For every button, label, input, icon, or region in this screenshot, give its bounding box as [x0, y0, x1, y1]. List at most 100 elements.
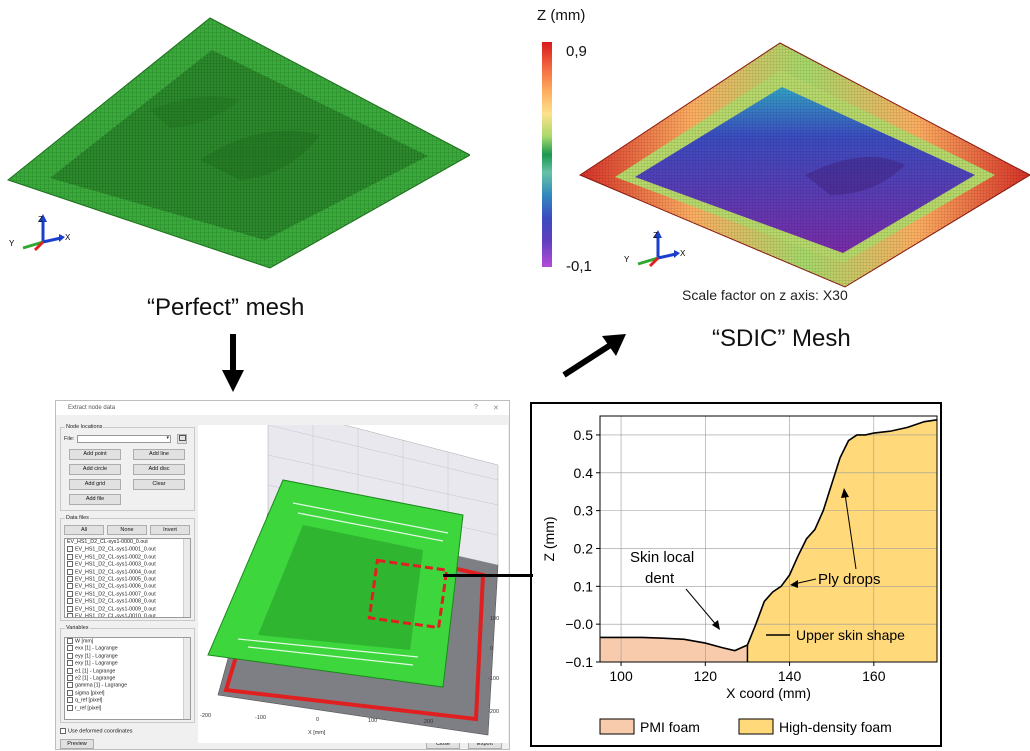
variable-item[interactable]: e1 [1] - Lagrange: [65, 667, 190, 675]
select-none-button[interactable]: None: [107, 525, 147, 535]
invert-selection-button[interactable]: Invert: [150, 525, 190, 535]
legend-pmi-swatch: [599, 718, 635, 735]
add-line-button[interactable]: Add line: [133, 449, 185, 460]
variable-item[interactable]: exy [1] - Lagrange: [65, 660, 190, 667]
dent-arrowhead: [712, 620, 720, 630]
data-file-checkbox[interactable]: [67, 561, 73, 568]
file-label: File:: [64, 436, 75, 442]
variable-checkbox[interactable]: [67, 674, 73, 681]
x-tick-label: 100: [609, 668, 633, 684]
data-file-checkbox[interactable]: [67, 612, 73, 617]
x-tick-4: 200: [424, 719, 433, 725]
variable-checkbox[interactable]: [67, 667, 73, 674]
variable-checkbox[interactable]: [67, 638, 73, 644]
colorbar-title: Z (mm): [537, 7, 586, 24]
data-file-item[interactable]: EV_HS1_D2_CL-sys1-0009_0.out: [65, 605, 190, 613]
variable-item[interactable]: q_ref [pixel]: [65, 697, 190, 704]
variable-label: gamma [1] - Lagrange: [75, 682, 128, 689]
data-files-scrollbar[interactable]: [183, 539, 190, 617]
variable-item[interactable]: W [mm]: [65, 638, 190, 645]
3d-plot: -200 -100 0 100 200 X [mm] 100 0 -100 -2…: [200, 404, 499, 736]
variable-item[interactable]: r_ref [pixel]: [65, 704, 190, 712]
folder-icon: [178, 435, 186, 441]
3d-viewport[interactable]: -200 -100 0 100 200 X [mm] 100 0 -100 -2…: [198, 404, 508, 743]
data-file-item[interactable]: EV_HS1_D2_CL-sys1-0002_0.out: [65, 553, 190, 561]
variable-item[interactable]: eyy [1] - Lagrange: [65, 652, 190, 660]
data-file-item[interactable]: EV_HS1_D2_CL-sys1-0010_0.out: [65, 612, 190, 618]
variable-item[interactable]: sigma [pixel]: [65, 689, 190, 697]
data-file-checkbox[interactable]: [67, 568, 73, 575]
data-file-item[interactable]: EV_HS1_D2_CL-sys1-0001_0.out: [65, 546, 190, 553]
add-disc-button[interactable]: Add disc: [133, 464, 185, 475]
add-point-button[interactable]: Add point: [69, 449, 121, 460]
x-axis-label: X [mm]: [308, 730, 326, 736]
legend-pmi-label: PMI foam: [640, 719, 700, 735]
y-tick-label: −0.0: [565, 616, 593, 632]
data-file-label: EV_HS1_D2_CL-sys1-0000_0.out: [67, 539, 148, 545]
variable-label: r_ref [pixel]: [75, 704, 102, 711]
add-file-button[interactable]: Add file: [69, 494, 121, 505]
variable-checkbox[interactable]: [67, 660, 73, 667]
variable-checkbox[interactable]: [67, 689, 73, 696]
colorbar-max-label: 0,9: [566, 43, 587, 60]
data-file-item[interactable]: EV_HS1_D2_CL-sys1-0008_0.out: [65, 598, 190, 605]
variable-label: e1 [1] - Lagrange: [75, 667, 116, 674]
variable-checkbox[interactable]: [67, 645, 73, 652]
data-file-checkbox[interactable]: [67, 590, 73, 597]
variable-checkbox[interactable]: [67, 704, 73, 711]
variable-checkbox[interactable]: [67, 682, 73, 689]
variable-item[interactable]: gamma [1] - Lagrange: [65, 682, 190, 689]
use-deformed-label: Use deformed coordinates: [68, 728, 133, 735]
preview-button[interactable]: Preview: [60, 739, 94, 749]
use-deformed-checkbox[interactable]: Use deformed coordinates: [60, 728, 133, 734]
variable-label: e2 [1] - Lagrange: [75, 675, 116, 682]
data-file-item[interactable]: EV_HS1_D2_CL-sys1-0003_0.out: [65, 561, 190, 568]
data-file-checkbox[interactable]: [67, 553, 73, 560]
variable-checkbox[interactable]: [67, 652, 73, 659]
add-circle-button[interactable]: Add circle: [69, 464, 121, 475]
data-file-checkbox[interactable]: [67, 598, 73, 605]
help-button[interactable]: ?: [474, 404, 478, 411]
y-tick-label: 0.1: [574, 578, 594, 594]
annotation-upper-skin: Upper skin shape: [796, 627, 905, 643]
data-file-checkbox[interactable]: [67, 546, 73, 553]
data-file-checkbox[interactable]: [67, 605, 73, 612]
variable-label: exx [1] - Lagrange: [75, 645, 118, 652]
variable-label: eyy [1] - Lagrange: [75, 653, 118, 660]
close-icon[interactable]: ✕: [493, 405, 499, 412]
y-tick-label: 0.2: [574, 540, 594, 556]
variable-label: W [mm]: [75, 638, 94, 645]
perfect-mesh-axis-triad: Z Y X: [9, 214, 71, 252]
data-file-item[interactable]: EV_HS1_D2_CL-sys1-0007_0.out: [65, 590, 190, 598]
add-grid-button[interactable]: Add grid: [69, 479, 121, 490]
data-file-item[interactable]: EV_HS1_D2_CL-sys1-0005_0.out: [65, 575, 190, 583]
ply-arrowhead-1: [790, 580, 798, 588]
variables-label: Variables: [65, 625, 90, 631]
data-file-label: EV_HS1_D2_CL-sys1-0009_0.out: [75, 605, 156, 612]
variables-scrollbar[interactable]: [183, 638, 190, 719]
data-file-item[interactable]: EV_HS1_D2_CL-sys1-0004_0.out: [65, 568, 190, 576]
data-file-item[interactable]: EV_HS1_D2_CL-sys1-0000_0.out: [65, 539, 190, 546]
data-file-checkbox[interactable]: [67, 583, 73, 590]
variable-item[interactable]: exx [1] - Lagrange: [65, 645, 190, 652]
variable-item[interactable]: e2 [1] - Lagrange: [65, 674, 190, 682]
annotation-dent: dent: [645, 570, 675, 587]
data-file-label: EV_HS1_D2_CL-sys1-0008_0.out: [75, 598, 156, 605]
select-all-button[interactable]: All: [64, 525, 104, 535]
data-file-item[interactable]: EV_HS1_D2_CL-sys1-0006_0.out: [65, 583, 190, 590]
region-0: [600, 637, 748, 662]
variable-checkbox[interactable]: [67, 697, 73, 704]
node-locations-group: Node locations File: ▾ Add point Add lin…: [60, 424, 195, 511]
data-file-checkbox[interactable]: [67, 575, 73, 582]
use-deformed-check[interactable]: [60, 728, 66, 734]
clear-button[interactable]: Clear: [133, 479, 185, 490]
file-select[interactable]: ▾: [77, 435, 171, 443]
sdic-axis-z: Z: [653, 231, 658, 240]
data-files-group: Data files All None Invert EV_HS1_D2_CL-…: [60, 515, 195, 621]
file-browse-button[interactable]: [177, 434, 187, 444]
data-file-label: EV_HS1_D2_CL-sys1-0010_0.out: [75, 613, 156, 618]
